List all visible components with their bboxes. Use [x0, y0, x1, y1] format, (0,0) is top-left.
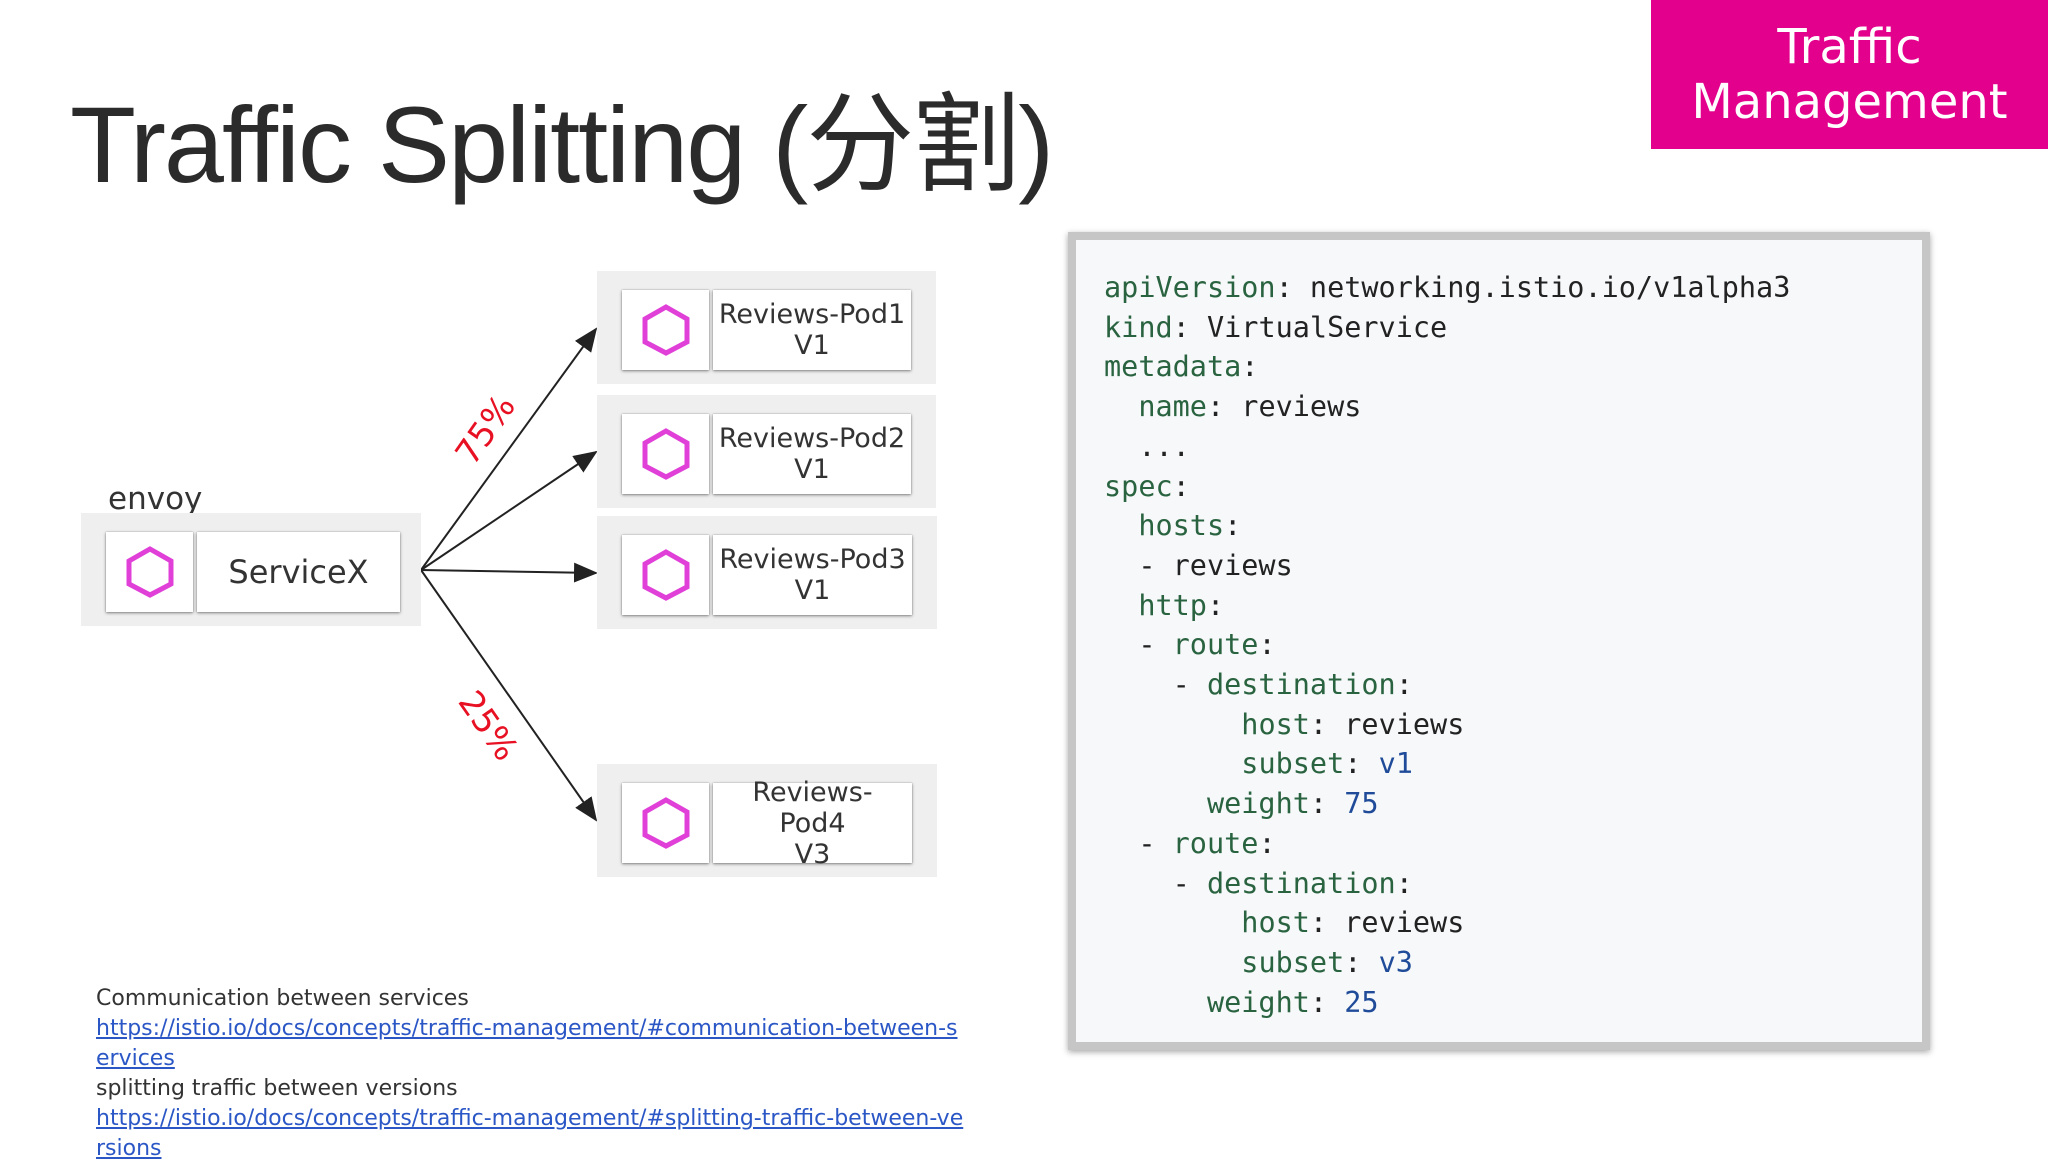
pod2-icon-cell [622, 414, 709, 494]
yaml-code: apiVersion: networking.istio.io/v1alpha3… [1104, 271, 1791, 1019]
references: Communication between services https://i… [96, 984, 966, 1164]
pod4-node: Reviews- Pod4 V3 [622, 777, 912, 870]
yaml-code-panel: apiVersion: networking.istio.io/v1alpha3… [1068, 232, 1930, 1050]
servicex-icon-cell [106, 532, 193, 612]
servicex-label: ServiceX [197, 532, 400, 612]
pod3-node: Reviews-Pod3 V1 [622, 535, 912, 615]
badge-line-2: Management [1691, 73, 2008, 130]
pod1-icon-cell [622, 290, 709, 370]
hexagon-icon [642, 549, 689, 601]
pod4-label: Reviews- Pod4 V3 [713, 777, 912, 870]
pod2-label: Reviews-Pod2 V1 [713, 414, 911, 494]
arrow-to-pod4 [420, 569, 598, 822]
pod1-node: Reviews-Pod1 V1 [622, 290, 911, 370]
reference-label-communication: Communication between services [96, 986, 469, 1011]
pod3-label: Reviews-Pod3 V1 [713, 535, 912, 615]
reference-link-communication[interactable]: https://istio.io/docs/concepts/traffic-m… [96, 1016, 958, 1071]
pod4-icon-cell [622, 783, 709, 863]
hexagon-icon [126, 546, 173, 598]
hexagon-icon [642, 428, 689, 480]
section-badge: Traffic Management [1651, 0, 2048, 149]
pod3-icon-cell [622, 535, 709, 615]
servicex-node: ServiceX [106, 532, 400, 612]
badge-line-1: Traffic [1777, 18, 1922, 75]
reference-label-splitting: splitting traffic between versions [96, 1076, 458, 1101]
arrow-to-pod3 [420, 562, 598, 583]
page-title: Traffic Splitting (分割) [70, 84, 1054, 205]
hexagon-icon [642, 797, 689, 849]
pod2-node: Reviews-Pod2 V1 [622, 414, 911, 494]
envoy-label: envoy [108, 481, 203, 517]
pod1-label: Reviews-Pod1 V1 [713, 290, 911, 370]
arrow-to-pod2 [420, 450, 598, 571]
reference-link-splitting[interactable]: https://istio.io/docs/concepts/traffic-m… [96, 1106, 964, 1161]
hexagon-icon [642, 304, 689, 356]
arrow-to-pod1 [420, 327, 598, 571]
